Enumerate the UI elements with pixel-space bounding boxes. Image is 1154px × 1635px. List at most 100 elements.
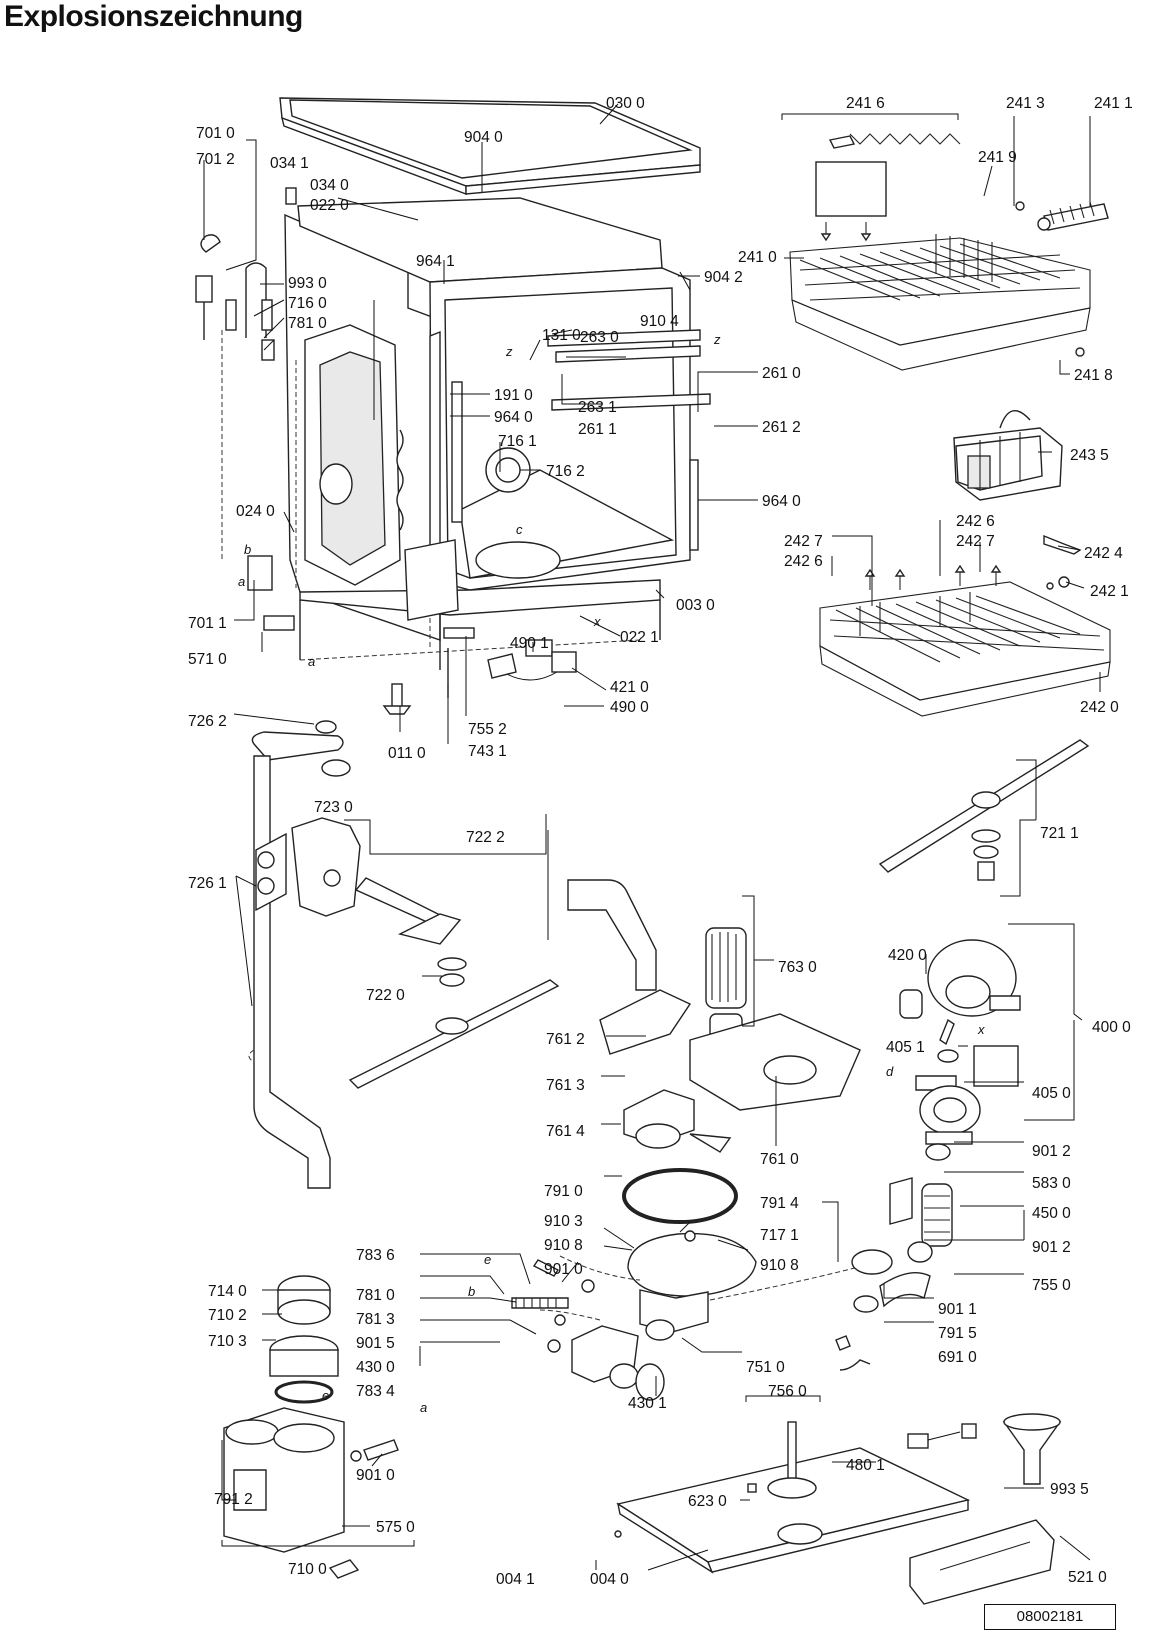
part-label: 405 0 [1032,1085,1071,1102]
part-label: 761 3 [546,1077,585,1094]
part-label: 783 6 [356,1247,395,1264]
part-label: 761 2 [546,1031,585,1048]
upper-spray-arm-722 [291,817,560,1089]
part-label: 710 0 [288,1561,327,1578]
part-label: 004 1 [496,1571,535,1588]
sump-and-pumps [511,1168,871,1401]
part-label: 131 0 [542,327,581,344]
part-label: 261 0 [762,365,801,382]
water-softener-710 [223,1275,399,1579]
letter-label: a [420,1400,427,1415]
part-label: 030 0 [606,95,645,112]
part-labels: 030 0 701 0 701 2 904 0 034 1 034 0 022 … [188,95,1133,1588]
part-label: 583 0 [1032,1175,1071,1192]
heater-tube [835,1143,953,1371]
part-label: 490 1 [510,635,549,652]
reference-letters: z z c x b a a x d e b e a [238,332,985,1415]
document-number-box: 08002181 [984,1604,1116,1630]
part-label: 964 1 [416,253,455,270]
letter-label: b [244,542,251,557]
lower-rack [819,534,1111,717]
letter-label: e [484,1252,491,1267]
part-label: 243 5 [1070,447,1109,464]
part-label: 003 0 [676,597,715,614]
part-label: 723 0 [314,799,353,816]
part-label: 261 2 [762,419,801,436]
part-label: 910 3 [544,1213,583,1230]
part-label: 910 8 [760,1257,799,1274]
part-label: 242 6 [784,553,823,570]
part-label: 575 0 [376,1519,415,1536]
part-label: 241 3 [1006,95,1045,112]
part-label: 430 1 [628,1395,667,1412]
part-label: 241 0 [738,249,777,266]
part-label: 726 2 [188,713,227,730]
base-tray [614,1413,1062,1605]
part-label: 241 9 [978,149,1017,166]
part-label: 242 1 [1090,583,1129,600]
part-label: 783 4 [356,1383,395,1400]
part-label: 701 0 [196,125,235,142]
part-label: 716 0 [288,295,327,312]
part-label: 521 0 [1068,1569,1107,1586]
part-label: 241 1 [1094,95,1133,112]
part-label: 726 1 [188,875,227,892]
part-label: 034 1 [270,155,309,172]
letter-label: c [516,522,523,537]
part-label: 450 0 [1032,1205,1071,1222]
part-label: 701 2 [196,151,235,168]
part-label: 242 4 [1084,545,1123,562]
part-label: 721 1 [1040,825,1079,842]
part-label: 993 0 [288,275,327,292]
part-label: 710 2 [208,1307,247,1324]
part-label: 901 0 [356,1467,395,1484]
part-label: 904 2 [704,269,743,286]
part-label: 242 0 [1080,699,1119,716]
part-label: 714 0 [208,1283,247,1300]
part-label: 241 6 [846,95,885,112]
part-label: 405 1 [886,1039,925,1056]
part-label: 024 0 [236,503,275,520]
part-label: 420 0 [888,947,927,964]
lower-spray-arm-721 [878,739,1090,881]
part-label: 904 0 [464,129,503,146]
part-label: 710 3 [208,1333,247,1350]
part-label: 901 5 [356,1335,395,1352]
letter-label: a [238,574,245,589]
part-label: 400 0 [1092,1019,1131,1036]
part-label: 261 1 [578,421,617,438]
letter-label: x [593,614,601,629]
part-label: 716 1 [498,433,537,450]
leader-lines [203,103,1101,1571]
part-label: 430 0 [356,1359,395,1376]
part-label: 763 0 [778,959,817,976]
part-label: 571 0 [188,651,227,668]
part-label: 717 1 [760,1227,799,1244]
letter-label: b [468,1284,475,1299]
letter-label: z [505,344,513,359]
part-label: 781 0 [356,1287,395,1304]
part-label: 691 0 [938,1349,977,1366]
part-label: 901 1 [938,1301,977,1318]
part-label: 751 0 [746,1359,785,1376]
letter-label: a [308,654,315,669]
upper-rack [789,133,1109,371]
part-label: 623 0 [688,1493,727,1510]
part-label: 781 3 [356,1311,395,1328]
part-label: 910 8 [544,1237,583,1254]
part-label: 263 0 [580,329,619,346]
part-label: 755 2 [468,721,507,738]
part-label: 791 5 [938,1325,977,1342]
part-label: 011 0 [388,745,426,762]
part-label: 421 0 [610,679,649,696]
part-label: 756 0 [768,1383,807,1400]
door-panel [284,213,441,650]
part-label: 761 4 [546,1123,585,1140]
part-label: 964 0 [762,493,801,510]
top-cover [279,97,701,196]
tub-frame [297,197,711,670]
part-label: 761 0 [760,1151,799,1168]
hose-assembly-left [195,187,297,631]
part-label: 242 7 [956,533,995,550]
